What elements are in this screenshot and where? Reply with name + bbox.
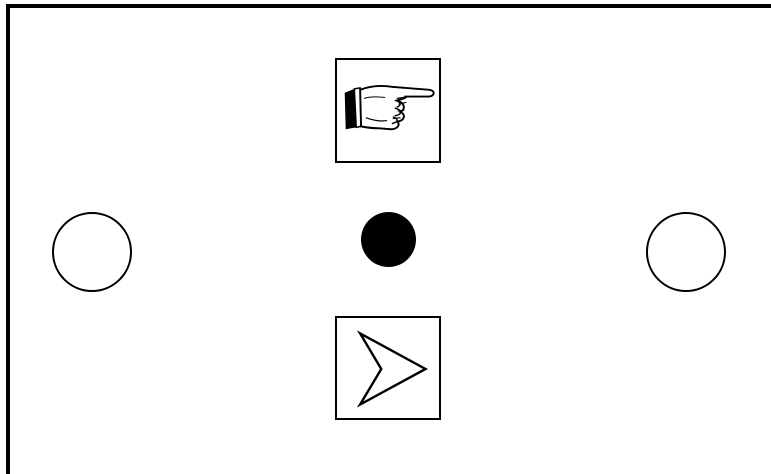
pointing-hand-icon: [337, 60, 439, 161]
pointing-hand-cue-box: [335, 58, 441, 163]
center-fixation-dot: [361, 212, 416, 267]
diagram-canvas: [0, 0, 771, 461]
left-target-circle: [52, 212, 132, 292]
right-target-circle: [646, 212, 726, 292]
arrowhead-right-icon: [337, 318, 439, 418]
arrowhead-cue-box: [335, 316, 441, 420]
